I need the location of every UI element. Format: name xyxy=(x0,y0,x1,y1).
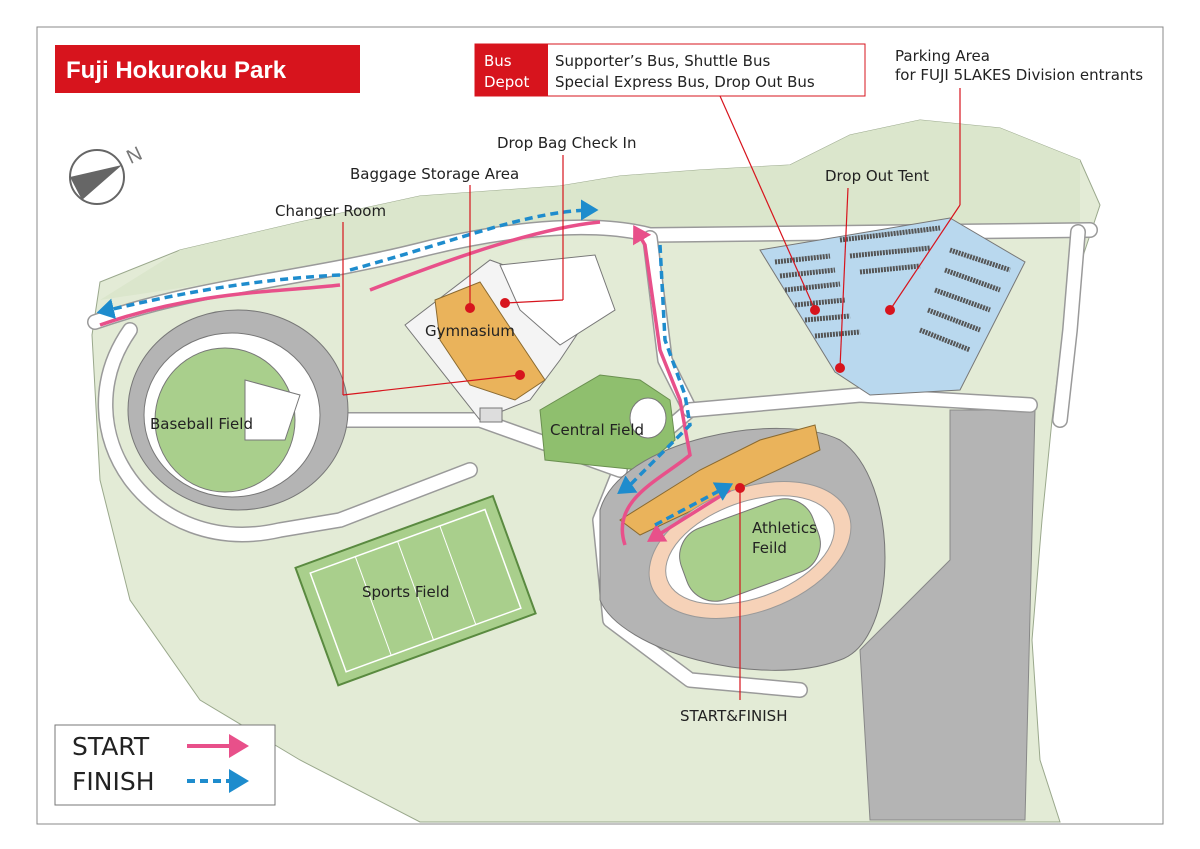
label-athletics-1: Athletics xyxy=(752,519,817,537)
title-banner xyxy=(55,45,360,93)
label-changer-room: Changer Room xyxy=(275,202,386,220)
bus-depot-text-2: Special Express Bus, Drop Out Bus xyxy=(555,73,815,91)
bus-depot-label-1: Bus xyxy=(484,52,512,70)
label-start-finish: START&FINISH xyxy=(680,707,787,725)
central-field xyxy=(539,374,676,471)
label-sports-field: Sports Field xyxy=(362,583,449,601)
legend-start-label: START xyxy=(72,732,150,761)
parking-area-line1: Parking Area xyxy=(895,47,990,65)
bus-depot-callout: Bus Depot Supporter’s Bus, Shuttle Bus S… xyxy=(474,43,866,97)
label-gymnasium: Gymnasium xyxy=(425,322,515,340)
legend-finish-label: FINISH xyxy=(72,767,155,796)
bus-depot-label-2: Depot xyxy=(484,73,529,91)
finish-route xyxy=(96,199,734,527)
label-athletics-2: Feild xyxy=(752,539,787,557)
sports-field xyxy=(294,494,537,687)
label-baggage-storage: Baggage Storage Area xyxy=(350,165,519,183)
parking-area-line2: for FUJI 5LAKES Division entrants xyxy=(895,66,1143,84)
bus-depot-text-1: Supporter’s Bus, Shuttle Bus xyxy=(555,52,770,70)
map-title: Fuji Hokuroku Park xyxy=(66,57,287,84)
label-drop-out-tent: Drop Out Tent xyxy=(825,167,929,185)
legend: START FINISH xyxy=(54,724,276,806)
location-dots xyxy=(465,298,895,493)
athletics-stadium xyxy=(599,424,886,671)
label-central-field: Central Field xyxy=(550,421,644,439)
label-drop-bag: Drop Bag Check In xyxy=(497,134,636,152)
baseball-stadium xyxy=(127,309,349,511)
leader-lines xyxy=(342,88,961,700)
label-baseball-field: Baseball Field xyxy=(150,415,253,433)
